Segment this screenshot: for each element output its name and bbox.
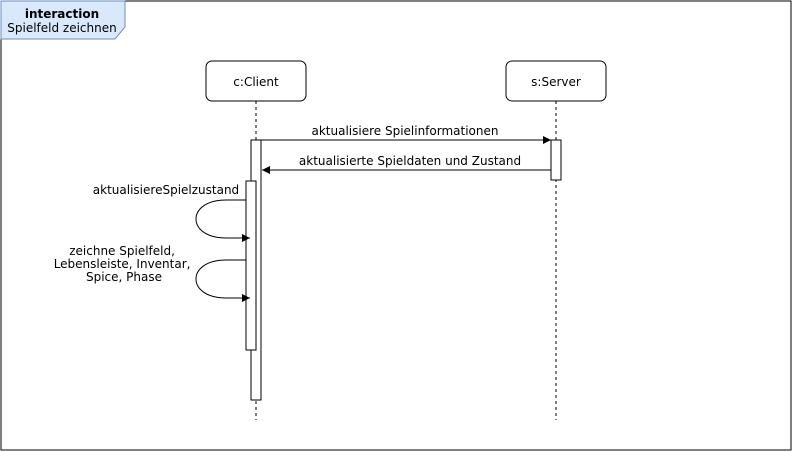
self-call-label-draw: zeichne Spielfeld, Lebensleiste, Inventa…: [54, 244, 195, 284]
message-label-request: aktualisiere Spielinformationen: [311, 124, 498, 138]
lifeline-label-server: s:Server: [531, 75, 581, 89]
frame-name: Spielfeld zeichnen: [7, 21, 116, 35]
lifeline-label-client: c:Client: [233, 75, 279, 89]
self-call-label-draw-line3: Spice, Phase: [86, 270, 162, 284]
self-call-arrow-draw: [195, 259, 250, 302]
frame-keyword: interaction: [25, 7, 99, 21]
self-call-arrow-update-state: [195, 199, 250, 242]
message-label-response: aktualisierte Spieldaten und Zustand: [299, 154, 521, 168]
self-call-label-update-state: aktualisiereSpielzustand: [93, 183, 239, 197]
activation-client-inner: [245, 180, 257, 351]
self-call-label-draw-line2: Lebensleiste, Inventar,: [54, 257, 191, 271]
self-call-label-draw-line1: zeichne Spielfeld,: [69, 244, 175, 258]
frame-label-tab: [0, 0, 126, 40]
activation-server: [550, 139, 562, 181]
